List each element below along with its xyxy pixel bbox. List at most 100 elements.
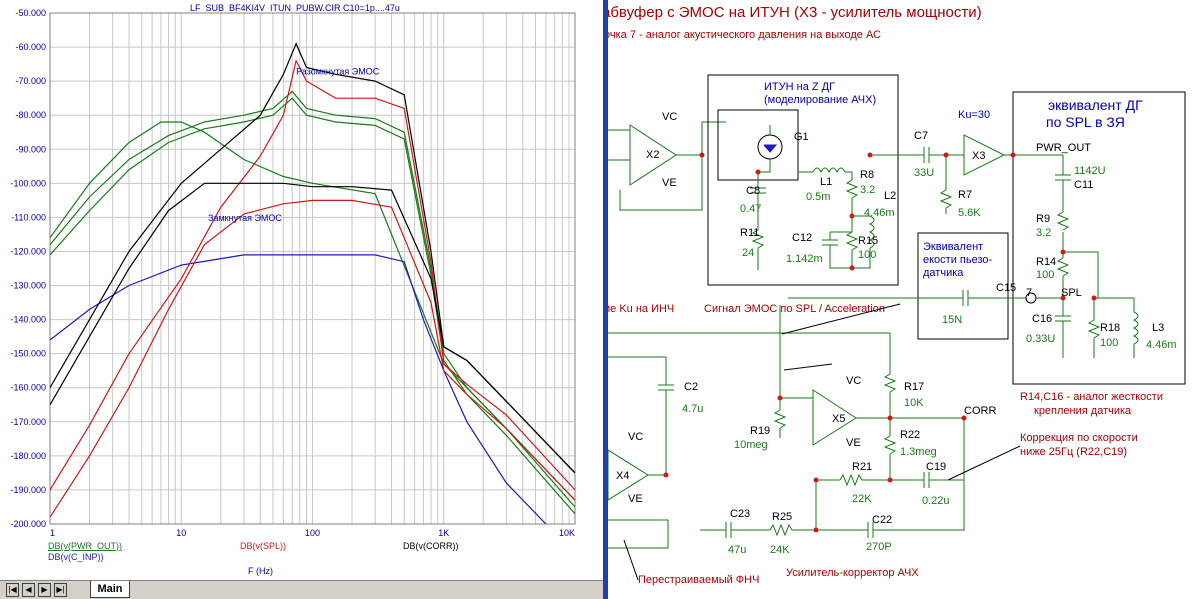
- legend-pwr-out: DB(v(PWR_OUT)): [48, 541, 122, 551]
- tab-bar: |◀ ◀ ▶ ▶| Main: [0, 580, 603, 599]
- y-tick-label: -180.000: [10, 451, 46, 461]
- val-c11: 1142U: [1074, 165, 1106, 177]
- label-dg-spl: по SPL в ЗЯ: [1046, 114, 1125, 130]
- lpf-pointer: [623, 539, 639, 581]
- node-7: 7: [1026, 287, 1032, 299]
- plot-title: LF_SUB_BF4KI4V_ITUN_PUBW.CIR C10=1p....4…: [190, 3, 400, 13]
- ref-c7: C7: [914, 130, 928, 142]
- val-c2: 4.7u: [682, 403, 703, 415]
- y-tick-label: -110.000: [11, 212, 46, 222]
- schematic-texts: абвуфер с ЭМОС на ИТУН (X3 - усилитель м…: [608, 4, 1177, 586]
- emos-pointer-line: [781, 303, 901, 335]
- annotation-closed-loop: Замкнутая ЭМОС: [208, 213, 282, 223]
- ref-r9: R9: [1036, 213, 1050, 225]
- val-c19: 0.22u: [922, 495, 950, 507]
- val-c23: 47u: [728, 544, 746, 556]
- ref-c16: C16: [1032, 313, 1052, 325]
- ref-c22: C22: [872, 514, 892, 526]
- node-pwr-out: PWR_OUT: [1036, 142, 1091, 154]
- node-labels: VC VE PWR_OUT SPL CORR 7 VC VE VC VE: [628, 111, 1091, 505]
- ref-r11: R11: [740, 227, 759, 239]
- ref-c19: C19: [926, 461, 946, 473]
- node-corr: CORR: [964, 405, 996, 417]
- plot-frame: [49, 12, 576, 525]
- val-c8: 0.47: [740, 203, 761, 215]
- y-tick-label: -200.000: [10, 519, 46, 529]
- node-ve-x4: VE: [628, 493, 643, 505]
- first-page-button[interactable]: |◀: [6, 583, 19, 597]
- label-itun: ИТУН на Z ДГ: [764, 81, 835, 93]
- ref-r7: R7: [958, 189, 972, 201]
- val-r15: 100: [858, 249, 876, 261]
- val-r19: 10meg: [734, 439, 768, 451]
- prev-page-button[interactable]: ◀: [22, 583, 35, 597]
- node-vc-x2: VC: [662, 111, 677, 123]
- wires: [608, 74, 1186, 549]
- val-l2: 4.46m: [864, 207, 895, 219]
- label-dg-equiv: эквивалент ДГ: [1048, 97, 1143, 113]
- val-c7: 33U: [914, 167, 934, 179]
- schematic-window: абвуфер с ЭМОС на ИТУН (X3 - усилитель м…: [608, 0, 1195, 599]
- ref-x3: X3: [972, 150, 985, 162]
- part-refs: X2 G1 C8 R11 L1 R8 L2 C12 R15 C7 R7 X3 C…: [616, 130, 1164, 526]
- ref-x5: X5: [832, 413, 845, 425]
- val-c15: 15N: [942, 314, 962, 326]
- series-line-red: [50, 58, 575, 491]
- y-tick-label: -100.000: [10, 178, 46, 188]
- y-tick-label: -120.000: [10, 246, 46, 256]
- plot-window: LF_SUB_BF4KI4V_ITUN_PUBW.CIR C10=1p....4…: [0, 0, 603, 599]
- emos-pointer: [783, 363, 833, 371]
- val-r7: 5.6K: [958, 207, 981, 219]
- label-mounting: крепления датчика: [1034, 405, 1132, 417]
- ref-l1: L1: [820, 176, 832, 188]
- ref-r17: R17: [904, 381, 924, 393]
- x-tick-label: 10: [176, 528, 186, 538]
- ref-l2: L2: [884, 190, 896, 202]
- ref-l3: L3: [1152, 322, 1164, 334]
- y-tick-label: -90.000: [15, 144, 46, 154]
- schematic-subtitle: очка 7 - аналог акустического давления н…: [608, 29, 881, 41]
- val-r18: 100: [1100, 337, 1118, 349]
- val-r14: 100: [1036, 269, 1054, 281]
- y-tick-label: -160.000: [10, 383, 46, 393]
- node-ve-x2: VE: [662, 177, 677, 189]
- ref-c11: C11: [1074, 179, 1093, 191]
- ref-r15: R15: [858, 235, 878, 247]
- y-tick-label: -140.000: [10, 315, 46, 325]
- ref-r19: R19: [750, 425, 770, 437]
- frequency-response-chart[interactable]: -50.000-60.000-70.000-80.000-90.000-100.…: [0, 0, 603, 580]
- val-r8: 3.2: [860, 184, 875, 196]
- val-c12: 1.142m: [786, 253, 823, 265]
- label-piezo-3: датчика: [923, 267, 964, 279]
- schematic-canvas[interactable]: абвуфер с ЭМОС на ИТУН (X3 - усилитель м…: [608, 0, 1195, 599]
- label-itun-sub: (моделирование АЧХ): [764, 94, 876, 106]
- label-piezo-2: екости пьезо-: [923, 254, 993, 266]
- y-tick-label: -170.000: [10, 417, 46, 427]
- next-page-button[interactable]: ▶: [38, 583, 51, 597]
- part-values: 0.47 24 0.5m 3.2 4.46m 1.142m 100 33U 5.…: [682, 165, 1177, 556]
- label-emos-signal: Сигнал ЭМОС по SPL / Acceleration: [704, 303, 885, 315]
- ref-g1: G1: [794, 131, 809, 143]
- val-r21: 22K: [852, 493, 872, 505]
- ref-x4: X4: [616, 470, 629, 482]
- x-axis-label: F (Hz): [248, 566, 273, 576]
- tab-main[interactable]: Main: [90, 581, 130, 598]
- val-c22: 270P: [866, 541, 892, 553]
- ref-r21: R21: [852, 461, 872, 473]
- annotation-open-loop: Разомкнутая ЭМОС: [296, 66, 380, 76]
- val-r25: 24K: [770, 544, 790, 556]
- val-l3: 4.46m: [1146, 339, 1177, 351]
- y-tick-label: -130.000: [10, 281, 46, 291]
- label-lpf: Перестраиваемый ФНЧ: [638, 574, 759, 586]
- y-tick-label: -190.000: [10, 485, 46, 495]
- node-ve-x5: VE: [846, 437, 861, 449]
- label-correction: Коррекция по скорости: [1020, 432, 1138, 444]
- ref-c23: C23: [730, 508, 750, 520]
- series-line-green: [50, 90, 575, 508]
- x-tick-label: 100: [305, 528, 320, 538]
- last-page-button[interactable]: ▶|: [54, 583, 67, 597]
- label-r14c16: R14,C16 - аналог жесткости: [1020, 391, 1163, 403]
- ref-c15: C15: [996, 282, 1016, 294]
- window-divider[interactable]: [603, 0, 608, 599]
- ref-x2: X2: [646, 149, 659, 161]
